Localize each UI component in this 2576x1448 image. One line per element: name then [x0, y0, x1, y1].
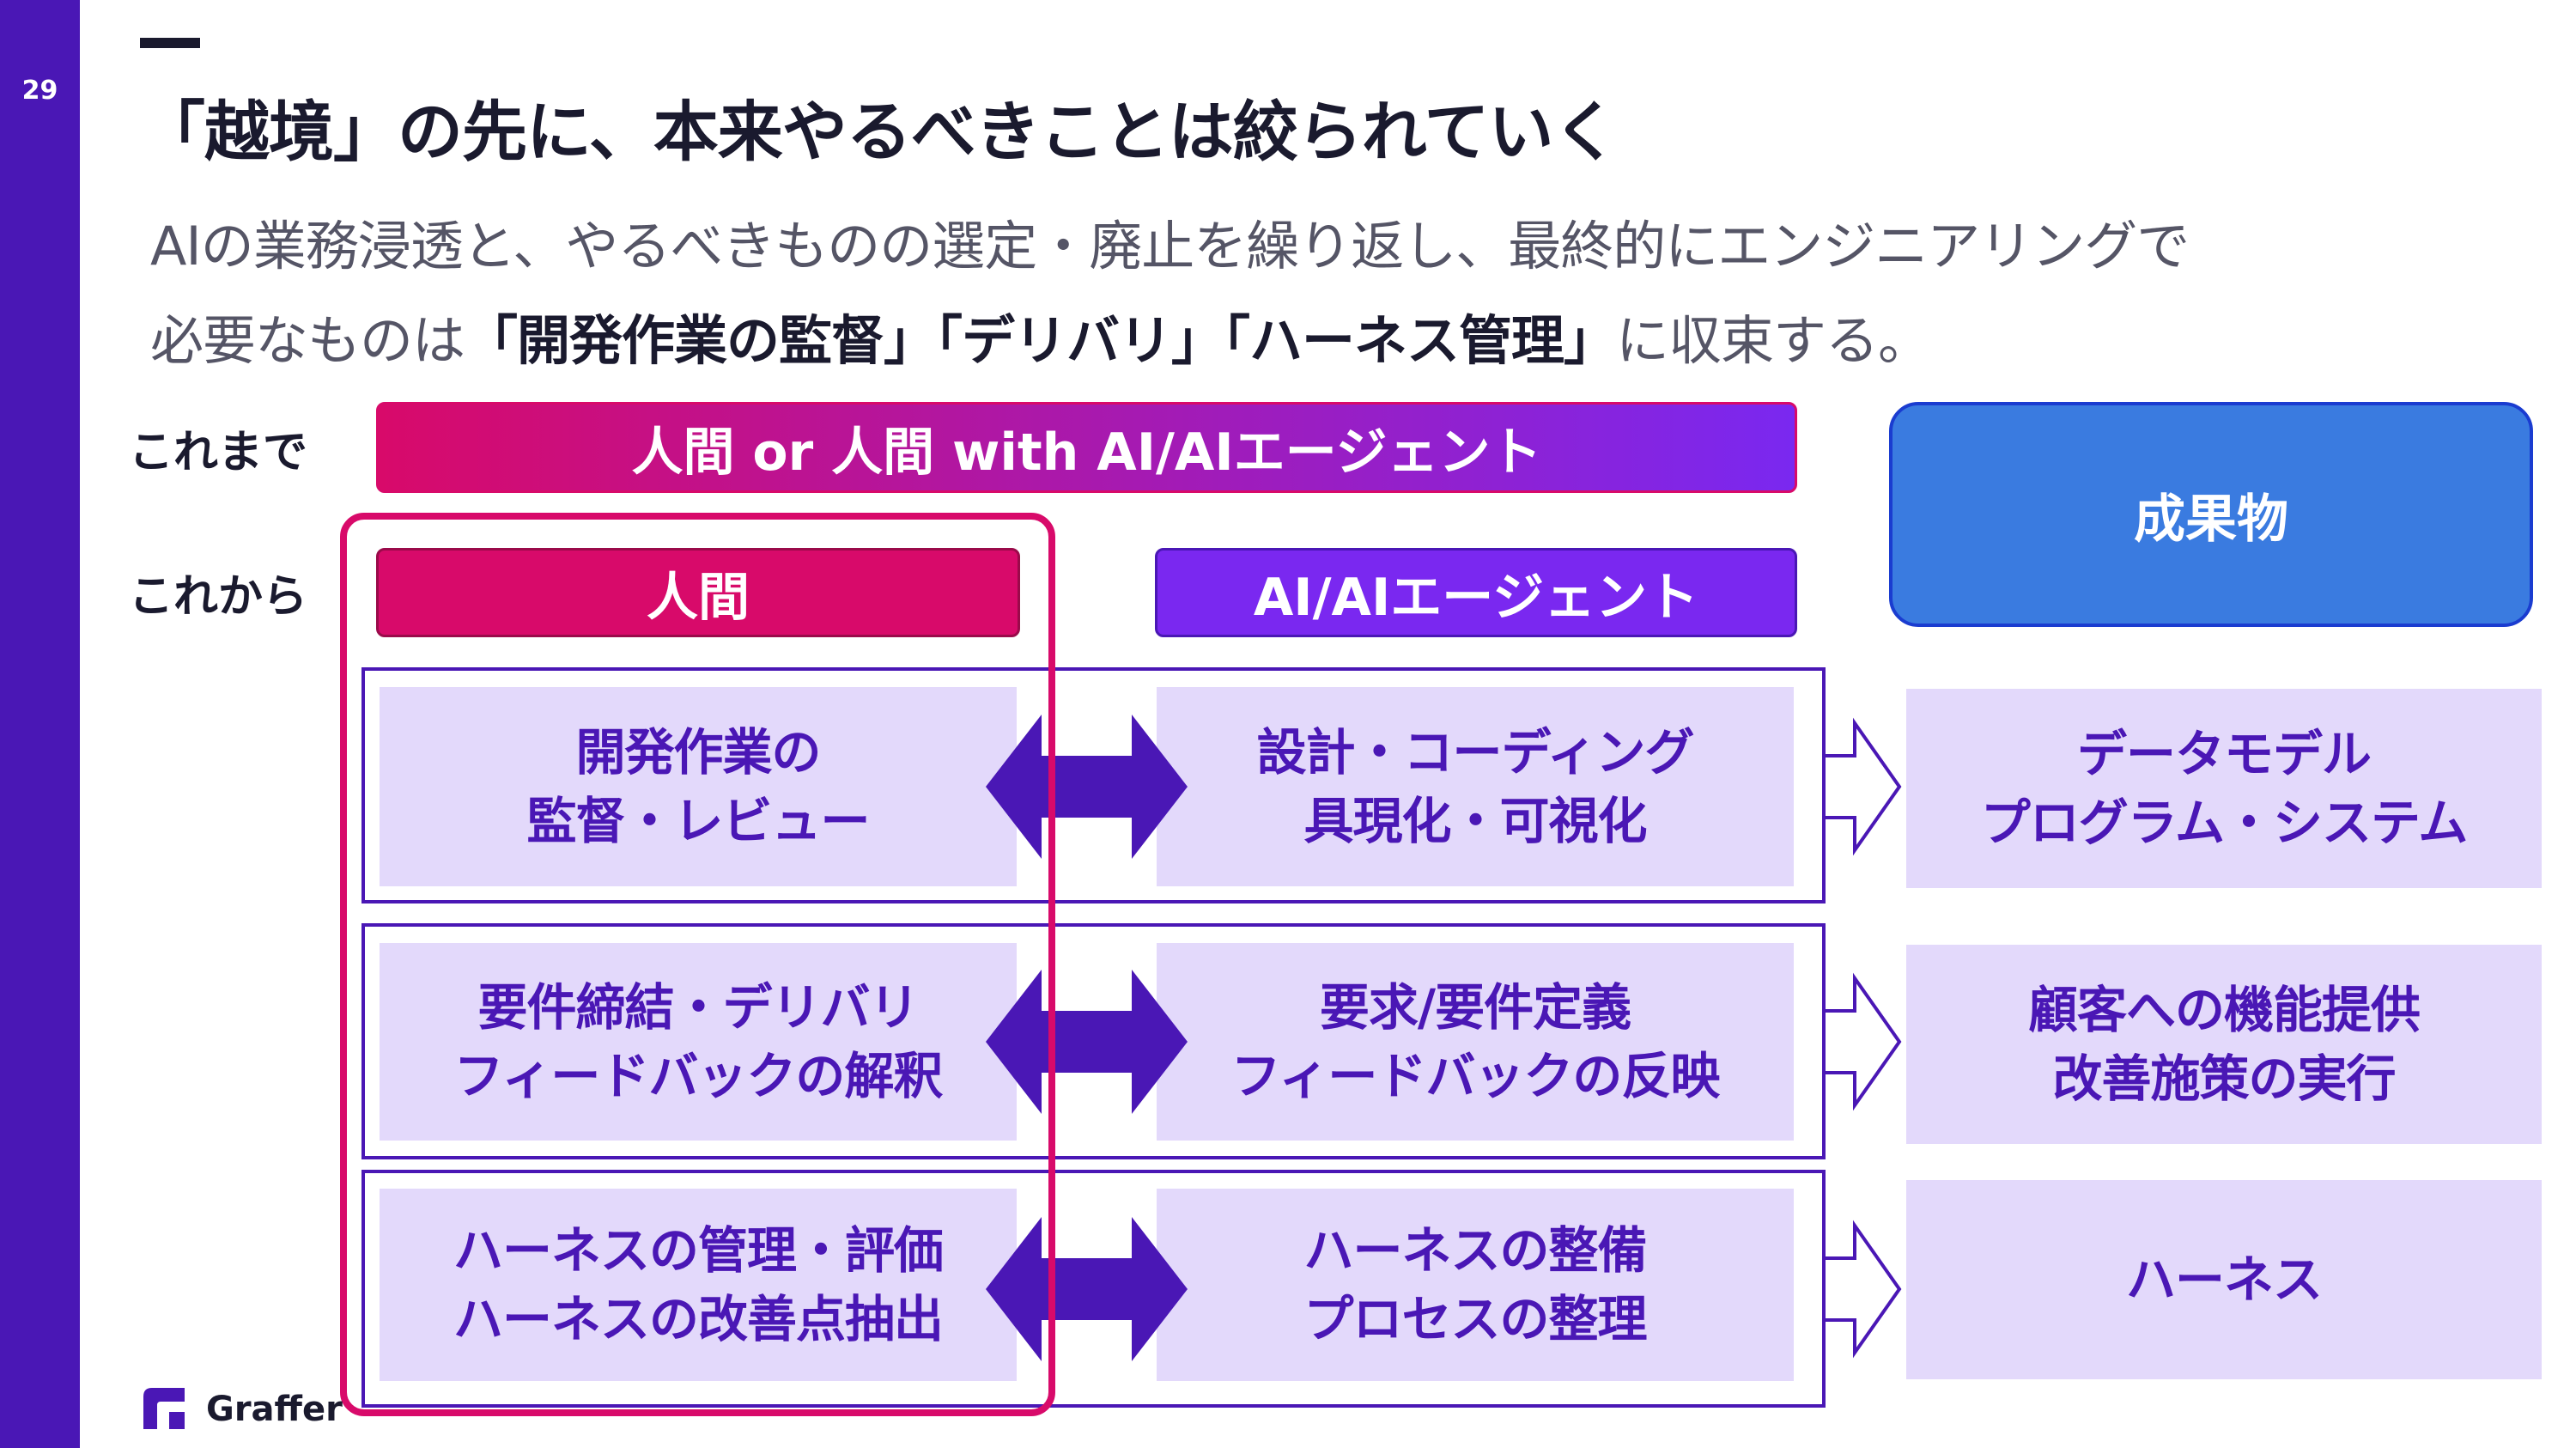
row1-human-box: 開発作業の 監督・レビュー [380, 687, 1017, 886]
page-title: 「越境」の先に、本来やるべきことは絞られていく [140, 94, 1618, 170]
graffer-logo-icon [143, 1388, 185, 1429]
row3-human-box: ハーネスの管理・評価 ハーネスの改善点抽出 [380, 1189, 1017, 1381]
page-number: 29 [21, 76, 58, 106]
subtitle-suffix: に収束する。 [1616, 309, 1931, 372]
subtitle-line-1: AIの業務浸透と、やるべきものの選定・廃止を繰り返し、最終的にエンジニアリングで [150, 215, 2190, 277]
before-bar: 人間 or 人間 with AI/AIエージェント [376, 402, 1797, 493]
label-after: これから [129, 571, 308, 623]
row3-output-box: ハーネス [1906, 1180, 2542, 1379]
row1-agent-box: 設計・コーディング 具現化・可視化 [1157, 687, 1794, 886]
double-arrow-icon [986, 1217, 1188, 1361]
logo-text: Graffer [206, 1390, 343, 1429]
double-arrow-icon [986, 715, 1188, 859]
human-header: 人間 [376, 548, 1020, 637]
row1-output-box: データモデル プログラム・システム [1906, 689, 2542, 888]
double-arrow-icon [986, 970, 1188, 1114]
agent-header: AI/AIエージェント [1155, 548, 1797, 637]
output-header: 成果物 [1889, 402, 2533, 627]
row2-human-box: 要件締結・デリバリ フィードバックの解釈 [380, 943, 1017, 1141]
label-before: これまで [129, 427, 308, 478]
row2-output-box: 顧客への機能提供 改善施策の実行 [1906, 945, 2542, 1144]
row2-agent-box: 要求/要件定義 フィードバックの反映 [1157, 943, 1794, 1141]
subtitle-prefix: 必要なものは [150, 309, 465, 372]
sidebar-accent [0, 0, 80, 1448]
arrow-right-icon [1822, 717, 1902, 856]
title-dash [140, 38, 200, 48]
arrow-right-icon [1822, 1220, 1902, 1359]
subtitle-bold: 「開発作業の監督」「デリバリ」「ハーネス管理」 [465, 309, 1617, 372]
subtitle-line-2: 必要なものは「開発作業の監督」「デリバリ」「ハーネス管理」に収束する。 [150, 297, 1931, 374]
arrow-right-icon [1822, 972, 1902, 1111]
row3-agent-box: ハーネスの整備 プロセスの整理 [1157, 1189, 1794, 1381]
human-column-highlight [340, 513, 1055, 1416]
